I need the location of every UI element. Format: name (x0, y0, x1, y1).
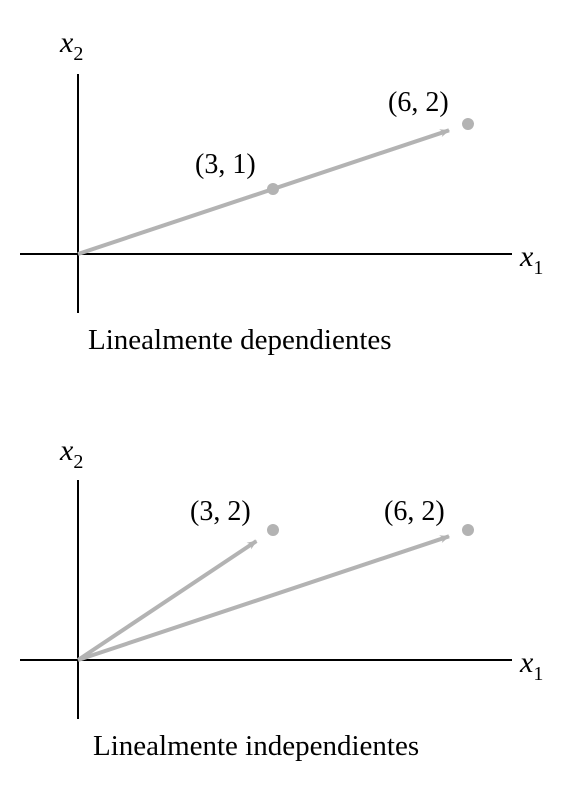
x1-axis-label: x1 (519, 646, 543, 685)
point-6-2 (462, 118, 474, 130)
x1-axis-label: x1 (519, 240, 543, 279)
point-3-1 (267, 183, 279, 195)
diagram-independent: x2 x1 (3, 2) (6, 2) Linealmente independ… (20, 434, 543, 762)
x2-axis-label: x2 (59, 26, 83, 65)
vector-6-2 (77, 534, 450, 662)
label-3-2: (3, 2) (190, 496, 251, 527)
label-6-2: (6, 2) (388, 87, 449, 118)
diagram-dependent: x2 x1 (3, 1) (6, 2) Linealmente dependie… (20, 26, 543, 356)
caption-independent: Linealmente independientes (93, 730, 419, 762)
x2-axis-label: x2 (59, 434, 83, 473)
point-3-2 (267, 524, 279, 536)
vector-3-2 (76, 539, 258, 662)
vector-6-2 (77, 128, 450, 256)
label-6-2: (6, 2) (384, 496, 445, 527)
label-3-1: (3, 1) (195, 149, 256, 180)
point-6-2 (462, 524, 474, 536)
caption-dependent: Linealmente dependientes (88, 324, 392, 356)
